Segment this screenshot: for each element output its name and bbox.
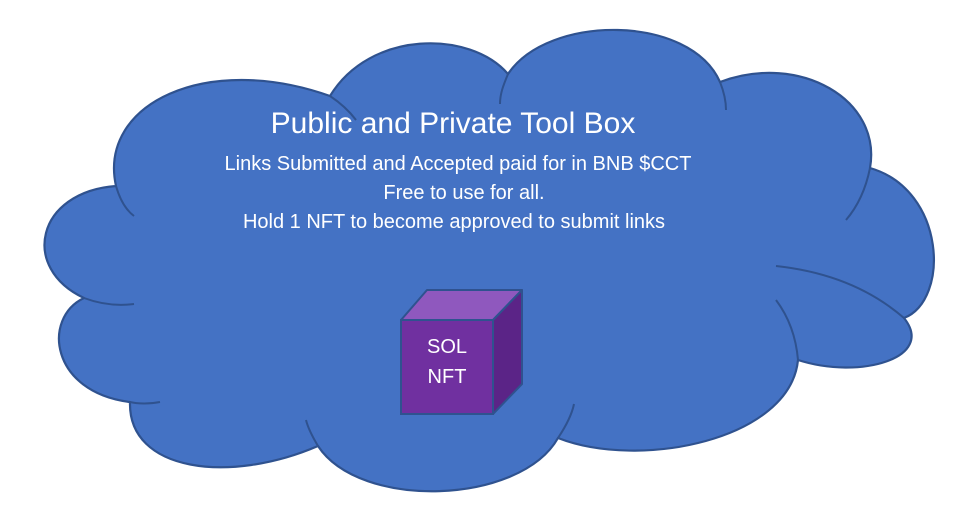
- cloud-shape: [43, 28, 935, 493]
- cloud-seam: [115, 185, 135, 217]
- cloud-seam: [719, 81, 727, 111]
- cube-label-line-2: NFT: [428, 366, 467, 388]
- cloud-seam: [775, 299, 799, 361]
- cloud-seam: [329, 95, 357, 121]
- cloud-seam: [499, 73, 509, 105]
- cloud-line-3: Hold 1 NFT to become approved to submit …: [243, 211, 665, 233]
- cloud-body: [43, 28, 935, 493]
- cloud-line-1: Links Submitted and Accepted paid for in…: [225, 153, 692, 175]
- cloud-line-2: Free to use for all.: [383, 182, 544, 204]
- cube-front-face: [400, 319, 494, 415]
- cloud-seam: [845, 167, 871, 221]
- cloud-seam: [775, 265, 905, 319]
- cloud-seam: [83, 297, 135, 306]
- cloud-title: Public and Private Tool Box: [271, 107, 636, 140]
- cloud-seam: [129, 401, 161, 405]
- cloud-seam: [305, 419, 319, 447]
- cloud-seam: [557, 403, 575, 439]
- sol-nft-cube: SOL NFT: [400, 289, 523, 415]
- cube-label-line-1: SOL: [427, 336, 467, 358]
